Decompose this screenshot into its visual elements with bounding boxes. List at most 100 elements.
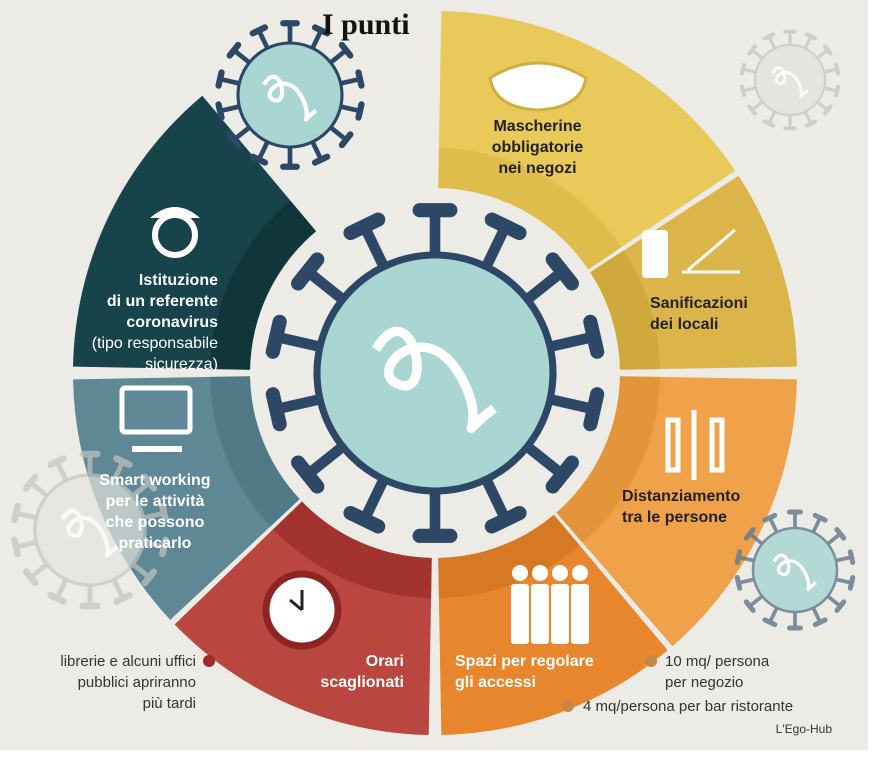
virus-spike [767, 35, 777, 51]
person-body-icon [571, 584, 589, 644]
virus-spike-tip [734, 575, 743, 591]
virus-spike-tip [833, 62, 841, 76]
virus-spike-tip [762, 617, 778, 628]
virus-spike [310, 139, 323, 161]
note-orari: librerie e alcuni uffici pubblici aprira… [10, 651, 196, 714]
virus-spike-tip [834, 527, 847, 541]
virus-spike [480, 474, 510, 522]
virus-spike-tip [545, 455, 579, 494]
virus-spike-tip [113, 591, 133, 605]
label-line: di un referente [106, 293, 218, 310]
label-sanificazioni: Sanificazioni dei locali [650, 293, 748, 335]
virus-spike-tip [249, 153, 269, 166]
note-spazi-negozio: 10 mq/ persona per negozio [665, 651, 769, 693]
note-line: per negozio [665, 674, 744, 691]
virus-spike [274, 332, 326, 353]
virus-spike-tip [311, 153, 331, 166]
virus-rna [771, 66, 809, 98]
center-virus-icon [265, 203, 605, 543]
virus-spike [360, 224, 390, 272]
virus-spike-tip [355, 101, 365, 121]
virus-spike-tip [226, 131, 242, 149]
virus-spike-tip [22, 473, 39, 492]
segment-inner-band [210, 200, 317, 370]
label-line: Istituzione [138, 272, 218, 289]
person-body-icon [551, 584, 569, 644]
virus-spike [834, 555, 853, 563]
virus-spike-tip [545, 252, 579, 291]
virus-spike-tip [215, 69, 225, 89]
label-line: che possono [105, 514, 205, 531]
background-virus-icon [739, 29, 841, 131]
label-line: Mascherine [493, 118, 582, 135]
virus-spike [130, 561, 151, 579]
label-line: Spazi per regolare [455, 653, 594, 670]
virus-spike [305, 441, 349, 478]
computer-icon [119, 385, 193, 435]
virus-body [751, 526, 839, 614]
virus-rna [60, 508, 119, 558]
virus-spike-tip [833, 84, 841, 98]
virus-spike [219, 104, 242, 113]
virus-spike-tip [822, 44, 833, 56]
virus-spike-tip [583, 314, 605, 359]
note-line: più tardi [142, 695, 196, 712]
virus-spike [822, 86, 838, 93]
virus-spike-tip [847, 549, 856, 565]
virus-spike [219, 77, 242, 86]
segment-inner-band [438, 514, 580, 598]
note-line: librerie e alcuni uffici [60, 653, 196, 670]
virus-spike-tip [338, 41, 354, 59]
virus-spike-tip [11, 536, 21, 558]
virus-spike-tip [159, 536, 169, 558]
label-orari: Orari scaglionati [300, 651, 404, 693]
person-head-icon [532, 565, 548, 581]
virus-spike-tip [734, 549, 743, 565]
virus-spike [338, 77, 361, 86]
label-line: obbligatorie [491, 139, 584, 156]
virus-spike-tip [265, 387, 287, 432]
label-line: dei locali [650, 316, 719, 333]
people-distance-icon [665, 410, 725, 480]
virus-spike [768, 605, 779, 623]
virus-spike [29, 481, 50, 499]
label-line: praticarlo [118, 535, 192, 552]
virus-spike [360, 474, 390, 522]
virus-spike-tip [743, 527, 756, 541]
segment-inner-band [438, 148, 622, 270]
virus-spike [544, 332, 596, 353]
virus-spike [803, 109, 813, 125]
virus-spike [257, 29, 270, 51]
virus-spike [130, 481, 151, 499]
surface-icon [682, 228, 740, 274]
virus-spike-tip [22, 568, 39, 587]
bullet-dot [562, 700, 574, 712]
label-distanziamento: Distanziamento tra le persone [622, 486, 740, 528]
segment-inner-band [210, 376, 300, 527]
virus-spike [338, 104, 361, 113]
virus-spike-tip [804, 119, 818, 128]
spray-bottle-icon [642, 230, 668, 278]
virus-spike-tip [747, 104, 758, 116]
virus-spike [480, 224, 510, 272]
virus-body [313, 251, 557, 495]
virus-spike-tip [812, 512, 828, 523]
virus-spike [815, 100, 829, 112]
label-smart-working: Smart working per le attività che posson… [80, 470, 230, 554]
bullet-dot [203, 655, 215, 667]
keyboard-icon [132, 446, 182, 452]
label-line: gli accessi [455, 674, 536, 691]
virus-spike-tip [739, 62, 747, 76]
virus-spike [141, 539, 165, 549]
label-line: Orari [365, 653, 404, 670]
virus-spike-tip [812, 617, 828, 628]
virus-spike-tip [484, 505, 527, 534]
virus-spike [822, 67, 838, 74]
virus-spike [305, 268, 349, 305]
virus-rna [371, 326, 497, 433]
virus-body [236, 41, 344, 149]
virus-spike-tip [343, 505, 386, 534]
virus-spike-tip [141, 473, 158, 492]
virus-spike-tip [743, 599, 756, 613]
virus-spike-tip [215, 101, 225, 121]
